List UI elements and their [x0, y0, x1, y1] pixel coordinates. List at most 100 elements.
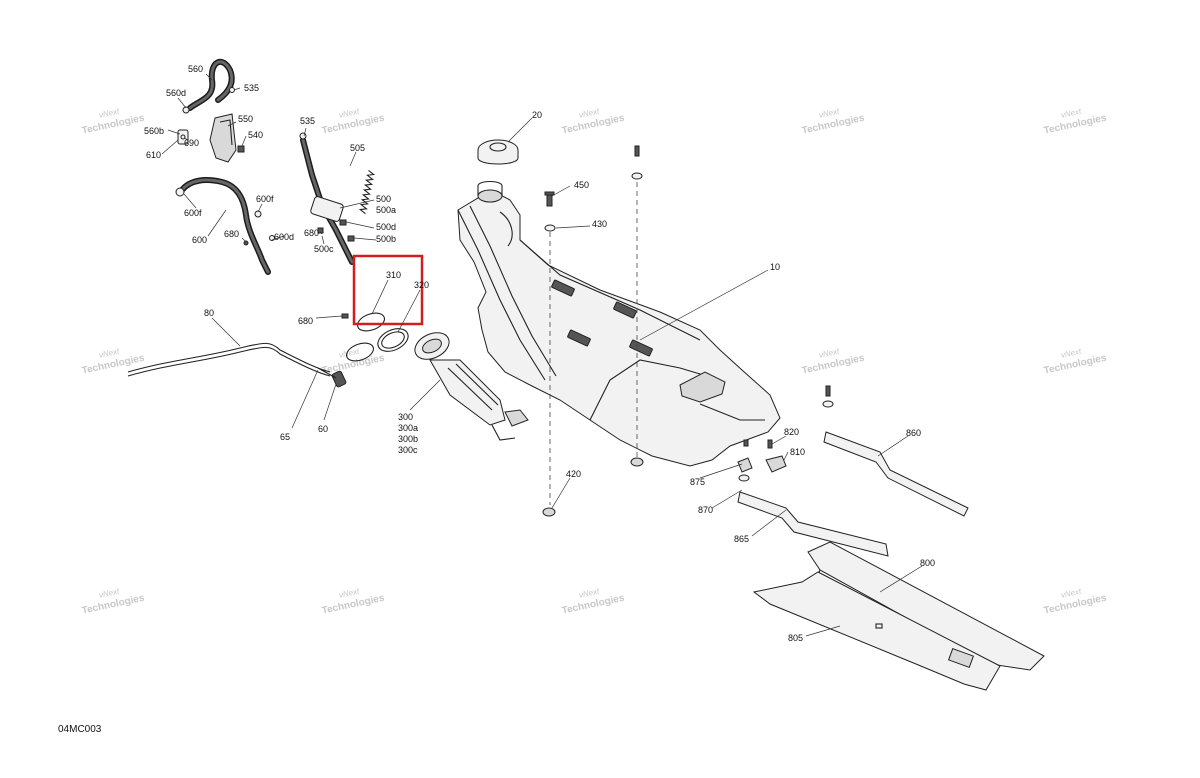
watermark: vNext Technologies	[81, 107, 146, 137]
watermark: vNext Technologies	[561, 587, 626, 617]
watermark: vNext Technologies	[801, 347, 866, 377]
callout-450: 450	[574, 180, 589, 190]
svg-text:vNext: vNext	[98, 107, 121, 120]
callout-65: 65	[280, 432, 290, 442]
callout-810: 810	[790, 447, 805, 457]
callout-535: 535	[244, 83, 259, 93]
callout-10: 10	[770, 262, 780, 272]
callout-820: 820	[784, 427, 799, 437]
watermark: vNext Technologies	[321, 107, 386, 137]
svg-text:vNext: vNext	[1060, 107, 1083, 120]
callout-500: 500	[376, 194, 391, 204]
callout-800: 800	[920, 558, 935, 568]
filler-hose-500[interactable]	[299, 132, 355, 265]
callout-300: 300	[398, 412, 413, 422]
heat-shield-805[interactable]	[752, 571, 1001, 691]
svg-text:vNext: vNext	[818, 347, 841, 360]
callout-860: 860	[906, 428, 921, 438]
fuel-hose-600[interactable]	[175, 177, 275, 275]
svg-text:vNext: vNext	[1060, 587, 1083, 600]
clamp-600f	[175, 187, 185, 197]
vent-hose-560[interactable]	[182, 58, 235, 114]
fuel-pump-300[interactable]	[411, 328, 529, 441]
svg-text:vNext: vNext	[338, 587, 361, 600]
washer-430[interactable]	[544, 224, 556, 232]
callout-535-b: 535	[300, 116, 315, 126]
bolt-450[interactable]	[544, 191, 555, 207]
svg-text:vNext: vNext	[98, 587, 121, 600]
watermark: vNext Technologies	[81, 587, 146, 617]
clip-500c	[317, 227, 324, 234]
clip-875[interactable]	[737, 439, 753, 473]
svg-text:vNext: vNext	[578, 587, 601, 600]
leader-lines	[161, 73, 923, 637]
callout-560b: 560b	[144, 126, 164, 136]
svg-text:vNext: vNext	[578, 107, 601, 120]
callout-310: 310	[386, 270, 401, 280]
callout-600: 600	[192, 235, 207, 245]
coupler-500a	[310, 196, 344, 222]
fuel-tank-10[interactable]	[457, 180, 781, 467]
watermark: vNext Technologies	[321, 587, 386, 617]
gasket-320[interactable]	[374, 324, 411, 356]
svg-text:vNext: vNext	[338, 347, 361, 360]
svg-text:vNext: vNext	[338, 107, 361, 120]
diagram-code: 04MC003	[58, 724, 102, 735]
callout-680: 680	[224, 229, 239, 239]
callout-300b: 300b	[398, 434, 418, 444]
callout-805: 805	[788, 633, 803, 643]
callout-430: 430	[592, 219, 607, 229]
callout-60: 60	[318, 424, 328, 434]
callout-500c: 500c	[314, 244, 334, 254]
ring-310[interactable]	[355, 310, 387, 335]
callout-420: 420	[566, 469, 581, 479]
screw-680	[243, 240, 249, 246]
bracket-860[interactable]	[822, 385, 969, 517]
grommet-420[interactable]	[542, 457, 644, 517]
watermark: vNext Technologies	[1043, 107, 1108, 137]
clip-810[interactable]	[765, 455, 787, 473]
callout-500a: 500a	[376, 205, 396, 215]
callout-690: 690	[184, 138, 199, 148]
highlight-box	[352, 254, 424, 326]
callout-550: 550	[238, 114, 253, 124]
ring-extra	[346, 342, 374, 362]
callout-680-b: 680	[304, 228, 319, 238]
connector-60[interactable]	[317, 367, 347, 388]
watermark: vNext Technologies	[561, 107, 626, 137]
valve-bracket-550[interactable]	[177, 113, 245, 163]
callout-610: 610	[146, 150, 161, 160]
callout-600f-b: 600f	[256, 194, 274, 204]
fuel-cap-20[interactable]	[477, 139, 519, 165]
screw-680c[interactable]	[341, 313, 349, 319]
clip-500d	[339, 219, 347, 226]
clamp-560d	[182, 106, 190, 114]
svg-text:vNext: vNext	[1060, 347, 1083, 360]
bracket-865[interactable]	[737, 474, 889, 557]
callout-600d: 600d	[274, 232, 294, 242]
fuel-line-80[interactable]	[127, 342, 331, 377]
callout-300a: 300a	[398, 423, 418, 433]
callout-600f: 600f	[184, 208, 202, 218]
watermark: vNext Technologies	[1043, 347, 1108, 377]
callout-labels: 560 535 560d 550 560b 540 690 610 600f 6…	[144, 64, 935, 643]
svg-text:vNext: vNext	[818, 107, 841, 120]
callout-865: 865	[734, 534, 749, 544]
bolt-top	[631, 145, 643, 180]
callout-560: 560	[188, 64, 203, 74]
callout-300c: 300c	[398, 445, 418, 455]
callout-80: 80	[204, 308, 214, 318]
callout-680-c: 680	[298, 316, 313, 326]
clip-500b	[347, 235, 355, 242]
svg-text:vNext: vNext	[98, 347, 121, 360]
watermark: vNext Technologies	[801, 107, 866, 137]
callout-20: 20	[532, 110, 542, 120]
watermark: vNext Technologies	[1043, 587, 1108, 617]
watermark: vNext Technologies	[81, 347, 146, 377]
screw-820[interactable]	[767, 439, 773, 449]
screw-535	[229, 87, 235, 93]
callout-505: 505	[350, 143, 365, 153]
spring-505[interactable]	[347, 169, 388, 215]
